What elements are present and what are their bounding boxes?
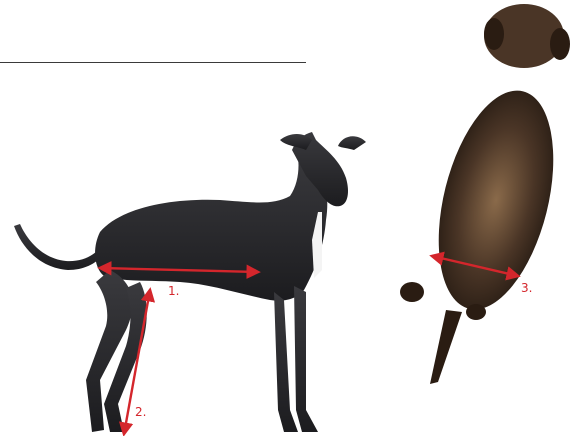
greyhound-side-view bbox=[14, 132, 366, 432]
measurement-1-label: 1. bbox=[168, 285, 179, 297]
dog-top-view bbox=[400, 4, 574, 384]
measurement-3-label: 3. bbox=[521, 282, 532, 294]
measurement-2-label: 2. bbox=[135, 406, 146, 418]
